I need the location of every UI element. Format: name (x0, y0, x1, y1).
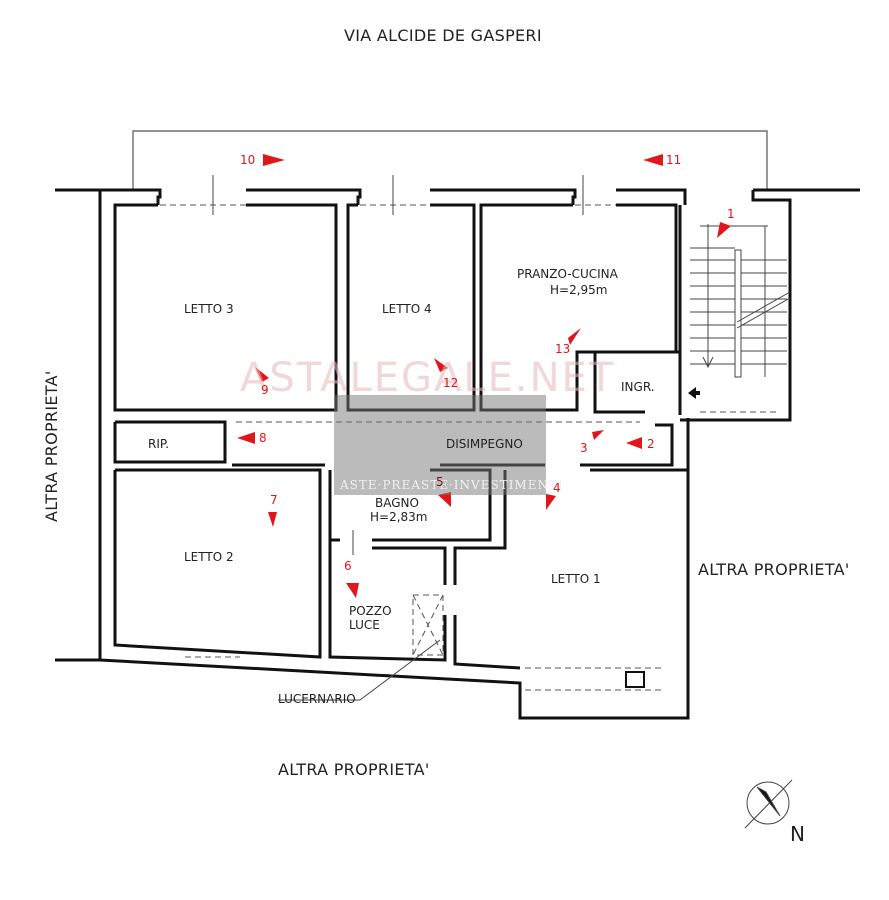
photo-marker-2 (626, 437, 642, 449)
stair-outer-wall (680, 190, 792, 422)
room-pozzo-walls (328, 540, 447, 662)
room-ripostiglio: RIP. (148, 437, 170, 451)
photo-marker-12 (434, 358, 448, 372)
staircase (690, 224, 791, 378)
watermark-site: ASTALEGALE.NET (240, 355, 616, 401)
room-letto4: LETTO 4 (382, 302, 432, 316)
photo-number-12: 12 (443, 376, 459, 390)
photo-number-2: 2 (647, 437, 655, 451)
room-disimpegno: DISIMPEGNO (446, 437, 523, 451)
neighbor-bottom-label: ALTRA PROPRIETA' (278, 760, 430, 779)
room-rip-walls (113, 420, 227, 464)
photo-marker-10 (263, 154, 285, 166)
neighbor-left-label: ALTRA PROPRIETA' (42, 370, 61, 522)
room-ingresso-walls (593, 352, 645, 414)
outer-wall-top-mid2 (430, 188, 577, 205)
room-letto2-walls (113, 468, 322, 659)
street-label: VIA ALCIDE DE GASPERI (344, 26, 542, 45)
room-letto1-walls (453, 468, 688, 670)
photo-markers (237, 154, 731, 598)
room-pozzo-luce-line1: POZZO (349, 604, 392, 618)
room-ingresso: INGR. (621, 380, 655, 394)
room-bagno-height: H=2,83m (370, 510, 428, 524)
photo-marker-6 (346, 583, 359, 598)
outer-wall-left (55, 190, 102, 662)
skylight-leader (359, 639, 441, 701)
north-arrow (744, 779, 793, 829)
outer-wall-top-mid3 (616, 188, 687, 205)
watermark-brand: ASTE·PREASTE·INVESTIMENTI (340, 478, 564, 492)
room-pozzo-luce-line2: LUCE (349, 618, 380, 632)
photo-marker-7 (268, 512, 277, 527)
room-pranzo-height: H=2,95m (550, 283, 608, 297)
photo-number-9: 9 (261, 383, 269, 397)
room-letto2: LETTO 2 (184, 550, 234, 564)
photo-number-8: 8 (259, 431, 267, 445)
balcony-outline (132, 130, 768, 190)
room-letto3-walls (113, 203, 338, 412)
photo-number-13: 13 (555, 342, 571, 356)
photo-number-4: 4 (553, 481, 561, 495)
photo-number-6: 6 (344, 559, 352, 573)
photo-number-10: 10 (240, 153, 256, 167)
neighbor-right-label: ALTRA PROPRIETA' (698, 560, 850, 579)
photo-number-5: 5 (436, 475, 444, 489)
photo-number-11: 11 (666, 153, 682, 167)
photo-marker-13 (568, 328, 581, 345)
photo-marker-5 (438, 492, 451, 507)
outer-wall-top-left (55, 188, 162, 205)
photo-number-7: 7 (270, 493, 278, 507)
skylight-callout: LUCERNARIO (278, 692, 356, 706)
photo-marker-8 (237, 432, 255, 444)
north-label: N (790, 822, 805, 846)
photo-marker-11 (643, 154, 663, 166)
room-letto3: LETTO 3 (184, 302, 234, 316)
photo-marker-1 (717, 222, 731, 238)
outer-wall-bottom (99, 418, 690, 720)
entrance-door-icon (688, 387, 700, 399)
photo-number-1: 1 (727, 207, 735, 221)
room-letto1: LETTO 1 (551, 572, 601, 586)
room-pranzo-cucina: PRANZO-CUCINA (517, 267, 618, 281)
room-bagno: BAGNO (375, 496, 419, 510)
photo-marker-4 (546, 494, 556, 510)
outer-wall-top-mid1 (246, 188, 362, 205)
window-axis-lines (212, 175, 584, 215)
photo-number-3: 3 (580, 441, 588, 455)
watermark-brand-box (334, 395, 546, 495)
photo-marker-3 (592, 430, 604, 440)
photo-marker-9 (255, 367, 269, 382)
